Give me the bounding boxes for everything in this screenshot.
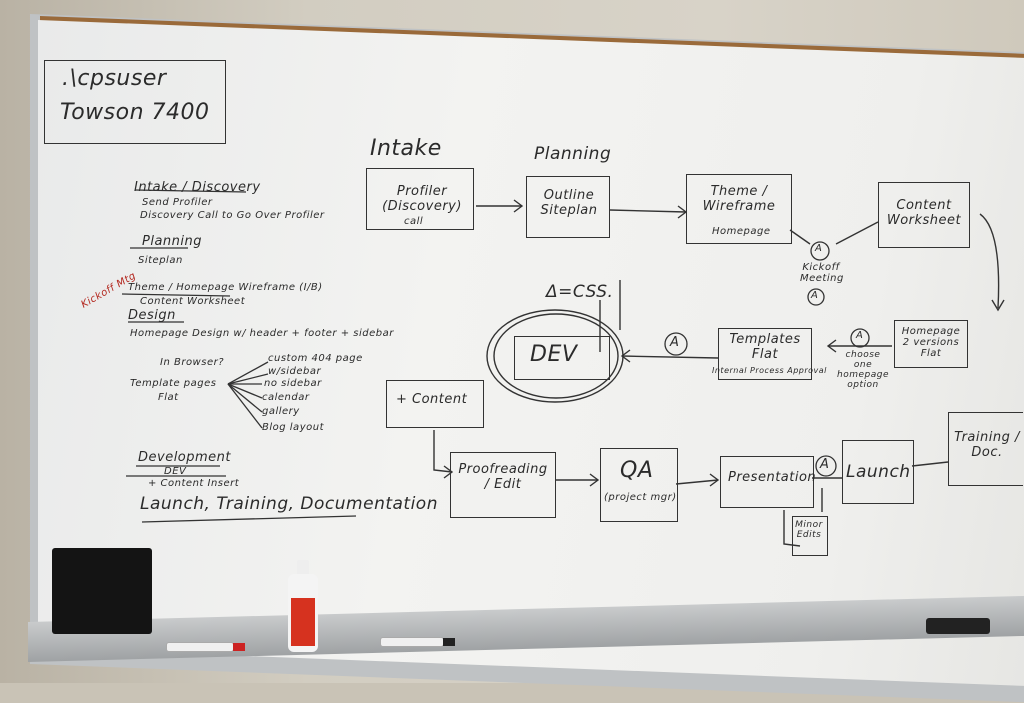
choose-note: choose one homepage option (837, 350, 889, 390)
design-heading: Design (128, 308, 176, 323)
template-flat: Flat (158, 392, 179, 403)
planning-label: Planning (534, 144, 612, 164)
spray-label (291, 598, 315, 646)
templates-sub: Internal Process Approval (712, 366, 827, 375)
development-heading: Development (138, 450, 232, 465)
dev-box (514, 336, 610, 380)
launch-text: Launch (846, 462, 911, 482)
training-box (948, 412, 1023, 486)
templates-text: Templates Flat (729, 332, 801, 362)
branch-item-2: w/sidebar (268, 366, 322, 377)
plus-content-text: + Content (396, 392, 468, 407)
presentation-box (720, 456, 814, 508)
dev-line: DEV (164, 466, 187, 477)
template-pages: Template pages (130, 378, 217, 389)
kickoff-sub-mark: A (811, 290, 819, 301)
branch-item-3: no sidebar (264, 378, 322, 389)
red-marker (166, 642, 245, 652)
homepage-text: Homepage 2 versions Flat (901, 326, 961, 359)
planning-heading: Planning (142, 234, 202, 249)
branch-item-6: Blog layout (262, 422, 324, 433)
login-line-2: Towson 7400 (60, 100, 210, 125)
profiler-text: Profiler (Discovery) (382, 184, 462, 214)
dev-text: DEV (530, 342, 578, 367)
login-box (44, 60, 226, 144)
homepage-box (894, 320, 968, 368)
content-worksheet-box (878, 182, 970, 248)
qa-sub: (project mgr) (604, 492, 677, 503)
outline-box (526, 176, 610, 238)
qa-text: QA (620, 458, 654, 483)
content-worksheet-text: Content Worksheet (886, 198, 962, 228)
theme-text: Theme / Wireframe (702, 184, 776, 214)
qa-box (600, 448, 678, 522)
in-browser: In Browser? (160, 357, 225, 368)
design-item-1: Homepage Design w/ header + footer + sid… (130, 328, 394, 339)
login-line-1: .\cpsuser (62, 66, 167, 91)
branch-lines (121, 189, 357, 523)
proofreading-box (450, 452, 556, 518)
black-marker (380, 637, 455, 647)
red-marker-tip (233, 643, 245, 651)
minor-edits-text: Minor Edits (795, 520, 823, 540)
presentation-approval-mark: A (820, 457, 830, 472)
launch-line: Launch, Training, Documentation (140, 494, 438, 514)
content-insert: + Content Insert (148, 478, 240, 489)
delta-css: Δ=CSS. (546, 282, 614, 302)
theme-line: Theme / Homepage Wireframe (I/B) (128, 282, 323, 293)
outline-text: Outline Siteplan (540, 188, 598, 218)
spray-cap (297, 560, 309, 576)
intake-item-1: Send Profiler (142, 197, 213, 208)
branch-item-1: custom 404 page (268, 353, 363, 364)
profiler-box (366, 168, 474, 230)
minor-edits-box (792, 516, 828, 556)
black-marker-tip (443, 638, 455, 646)
plus-content-box (386, 380, 484, 428)
cleaner-spray-bottle (288, 560, 318, 652)
branch-item-5: gallery (262, 406, 300, 417)
presentation-text: Presentation (728, 470, 817, 485)
board-eraser (926, 618, 990, 634)
homepage-approval-mark: A (856, 330, 864, 341)
kickoff-approval-mark: A (815, 243, 823, 254)
training-text: Training / Doc. (954, 430, 1020, 460)
flow-arrows (433, 199, 1005, 547)
profiler-sub: call (404, 216, 424, 227)
templates-approval-mark: A (670, 335, 680, 350)
intake-label: Intake (370, 136, 442, 161)
launch-box (842, 440, 914, 504)
kickoff-text: Kickoff Meeting (800, 262, 844, 284)
theme-sub: Homepage (712, 226, 771, 237)
content-worksheet-line: Content Worksheet (140, 296, 246, 307)
branch-item-4: calendar (262, 392, 310, 403)
proofreading-text: Proofreading / Edit (458, 462, 548, 492)
theme-box (686, 174, 792, 244)
planning-item-1: Siteplan (138, 255, 183, 266)
intake-item-2: Discovery Call to Go Over Profiler (140, 210, 325, 221)
templates-box (718, 328, 812, 380)
magnetic-pad (52, 548, 152, 634)
